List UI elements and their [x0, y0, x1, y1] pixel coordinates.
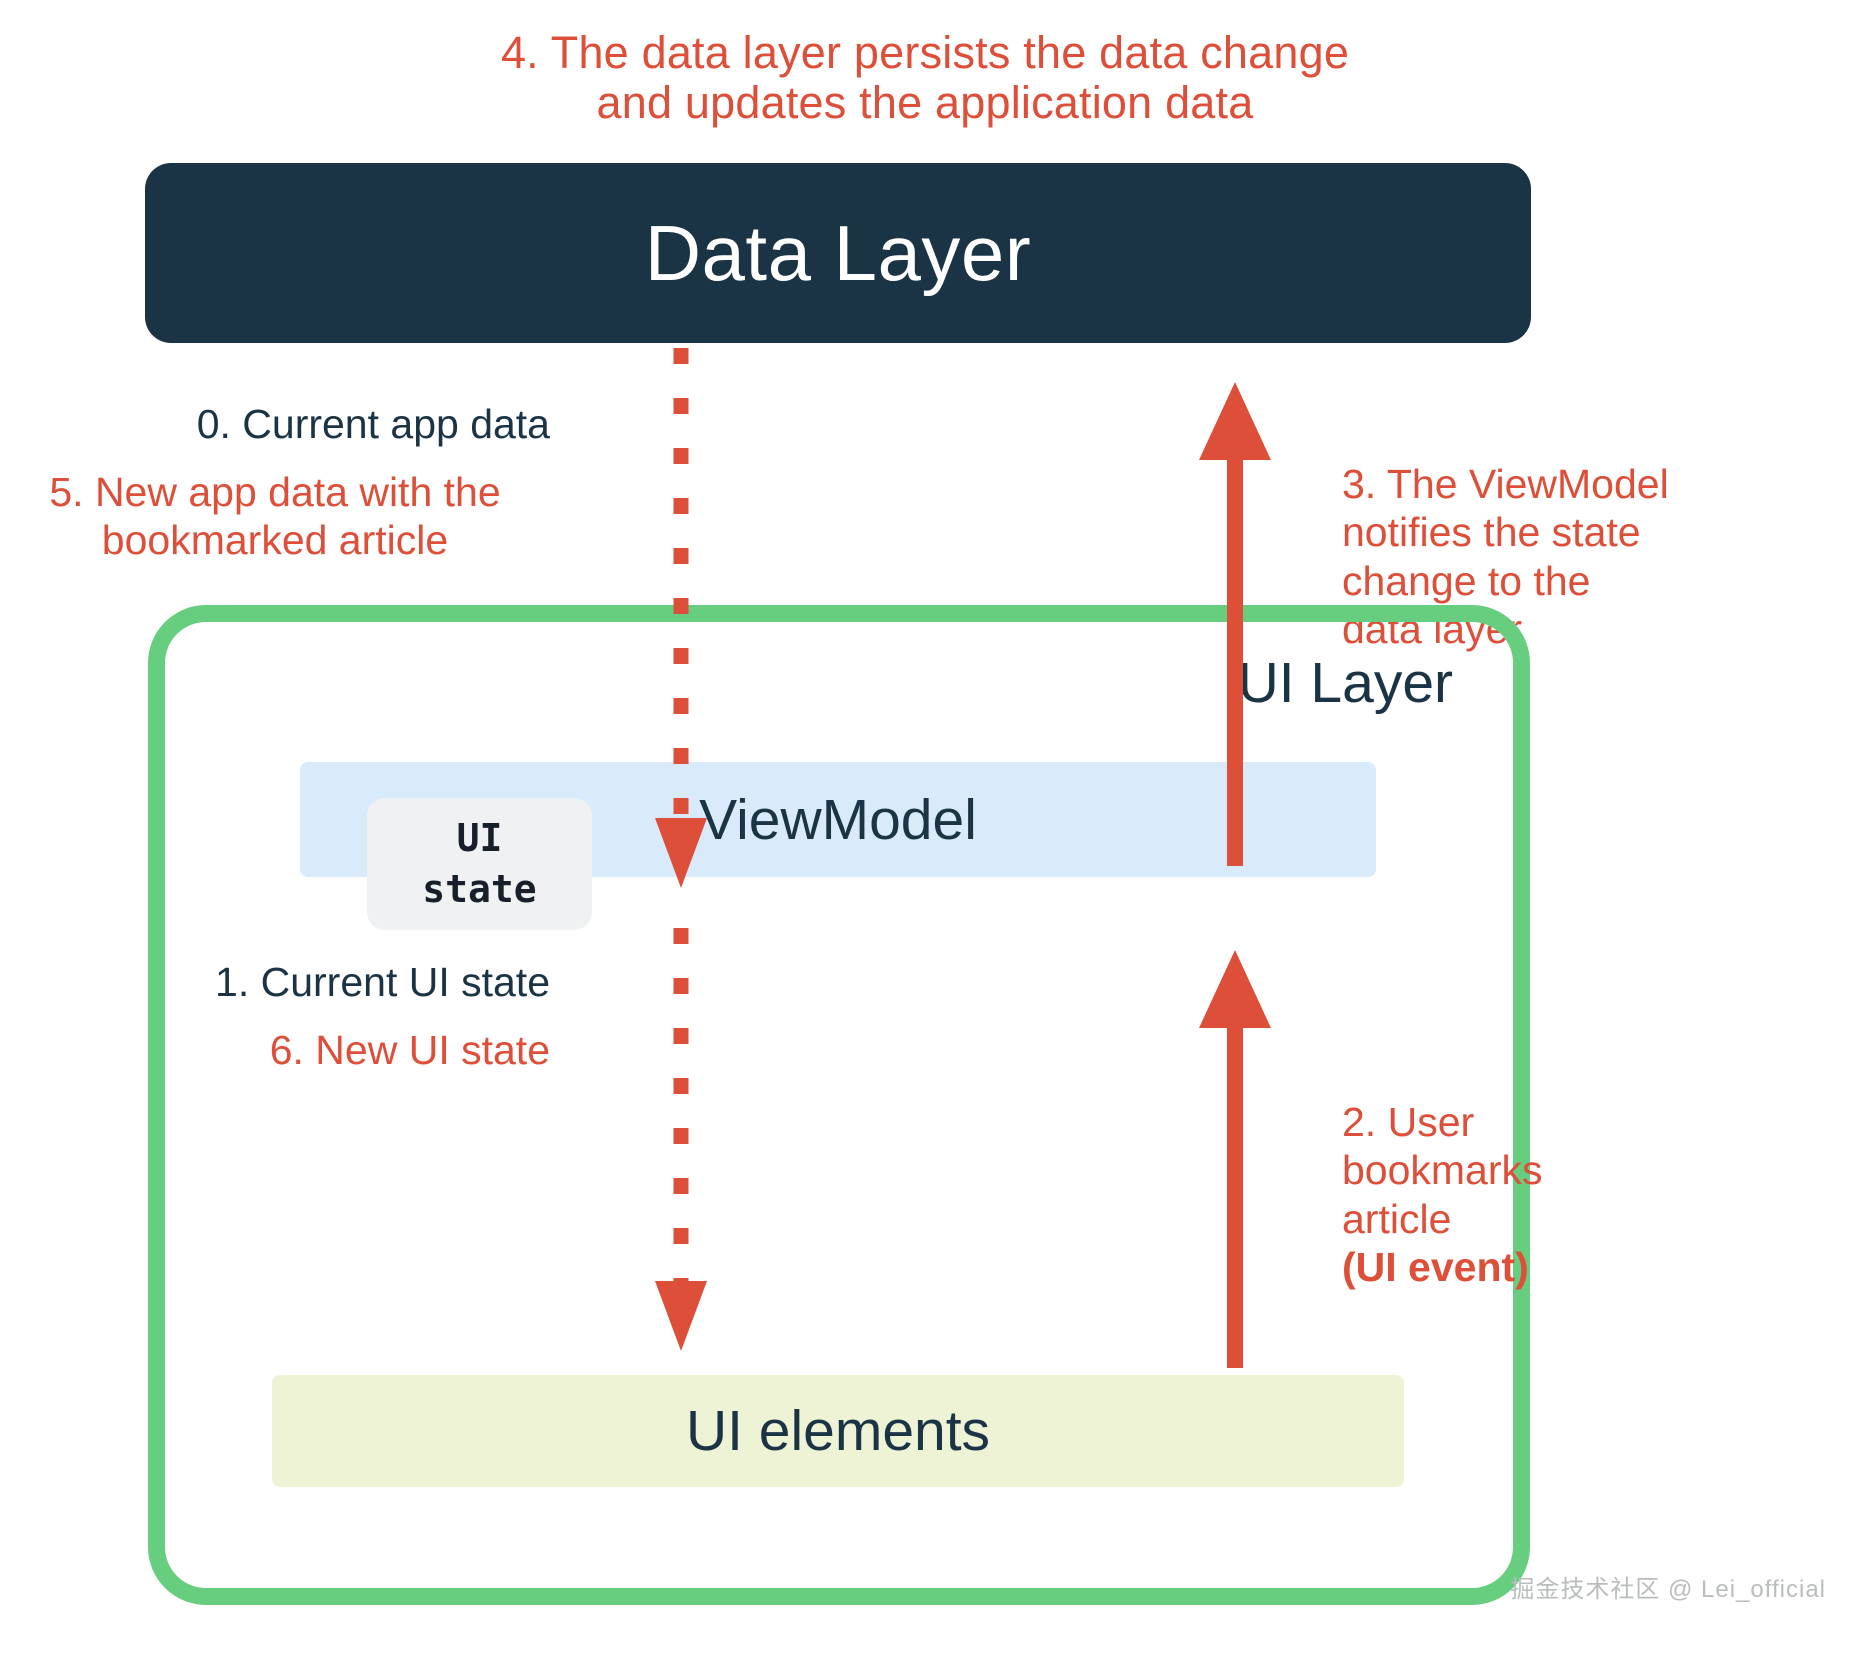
ui-elements-label: UI elements — [685, 1399, 991, 1463]
annotation-step-2-line-3: article — [1342, 1195, 1452, 1242]
ui-state-chip-line-1: UI — [456, 815, 503, 860]
caption-step-4-line-2: and updates the application data — [596, 77, 1254, 129]
annotation-step-2-line-2: bookmarks — [1342, 1147, 1543, 1194]
caption-step-4: 4. The data layer persists the data chan… — [260, 27, 1590, 129]
ui-state-chip: UI state — [367, 798, 592, 930]
annotation-step-3-line-2: notifies the state — [1342, 509, 1641, 556]
annotation-step-1-line-1: 1. Current UI state — [215, 959, 550, 1005]
annotation-step-0: 0. Current app data — [0, 400, 550, 448]
annotation-step-1: 1. Current UI state — [0, 958, 550, 1006]
annotation-step-2: 2. User bookmarks article (UI event) — [1342, 1098, 1802, 1292]
annotation-step-2-line-4: (UI event) — [1342, 1244, 1529, 1291]
viewmodel-label: ViewModel — [699, 787, 977, 852]
annotation-step-5-line-1: 5. New app data with the — [49, 469, 501, 515]
viewmodel-box: ViewModel — [300, 762, 1376, 877]
ui-state-chip-line-2: state — [422, 867, 537, 911]
annotation-step-0-line-1: 0. Current app data — [196, 401, 550, 447]
annotation-step-3-line-1: 3. The ViewModel — [1342, 461, 1669, 507]
annotation-step-5: 5. New app data with the bookmarked arti… — [0, 468, 550, 565]
data-layer-box: Data Layer — [145, 163, 1531, 343]
watermark: 掘金技术社区 @ Lei_official — [1510, 1576, 1826, 1603]
ui-layer-label: UI Layer — [1237, 651, 1453, 715]
ui-elements-box: UI elements — [272, 1375, 1404, 1487]
annotation-step-2-line-1: 2. User — [1342, 1099, 1475, 1145]
ui-layer-box: UI Layer — [148, 605, 1530, 1605]
annotation-step-3-line-3: change to the — [1342, 557, 1591, 604]
caption-step-4-line-1: 4. The data layer persists the data chan… — [500, 27, 1350, 78]
annotation-step-5-line-2: bookmarked article — [101, 517, 449, 564]
annotation-step-6: 6. New UI state — [0, 1026, 550, 1074]
data-layer-label: Data Layer — [644, 208, 1032, 297]
annotation-step-6-line-1: 6. New UI state — [269, 1027, 550, 1073]
